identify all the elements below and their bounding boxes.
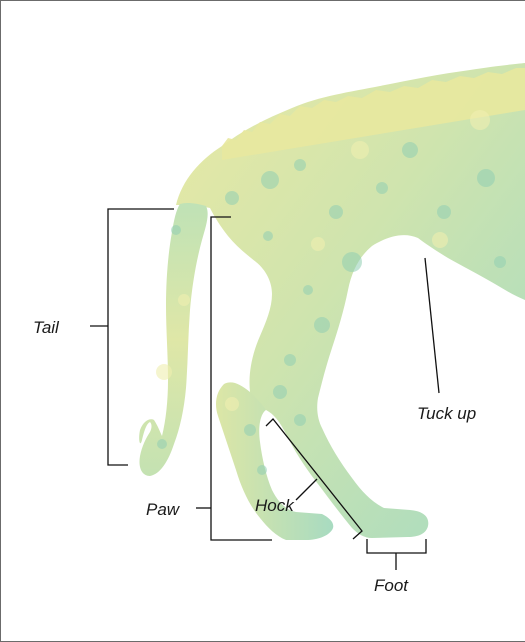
hock-leader: [296, 479, 317, 500]
tuck-up-leader: [425, 258, 439, 393]
paw-label: Paw: [146, 501, 179, 518]
hock-label: Hock: [255, 497, 294, 514]
tail-label: Tail: [33, 319, 59, 336]
foot-bracket: [367, 539, 426, 553]
tuck-up-label: Tuck up: [417, 405, 476, 422]
tail-silhouette: [139, 203, 207, 476]
foot-label: Foot: [374, 577, 408, 594]
